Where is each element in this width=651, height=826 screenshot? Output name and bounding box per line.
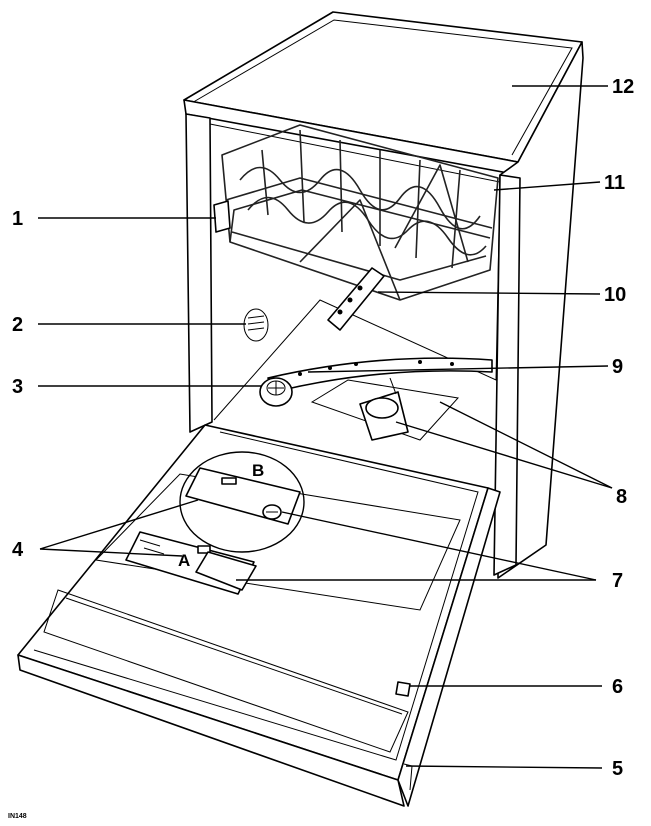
leader-11 [493, 181, 601, 191]
filter-assembly [310, 377, 459, 441]
salt-container-cap [259, 377, 293, 407]
leader-5 [405, 765, 603, 769]
callout-10: 10 [604, 284, 626, 306]
leader-lines [38, 85, 613, 769]
callout-labels: 1 2 3 4 5 6 7 8 9 10 11 12 A B IN148 [8, 76, 634, 820]
upper-spray-arm [327, 267, 385, 331]
dishwasher-door [17, 424, 501, 807]
leader-9 [307, 365, 609, 373]
rinse-aid-dispenser-inset [179, 451, 305, 553]
callout-1: 1 [12, 208, 23, 230]
lower-spray-arm [267, 357, 493, 393]
callout-4: 4 [12, 539, 24, 561]
callout-2: 2 [12, 314, 23, 336]
callout-11: 11 [604, 172, 625, 194]
callout-12: 12 [612, 76, 634, 98]
callout-3: 3 [12, 376, 23, 398]
callout-5: 5 [612, 758, 623, 780]
dishwasher-cabinet [183, 11, 584, 579]
callout-6: 6 [612, 676, 623, 698]
leader-8a [395, 421, 613, 489]
callout-8: 8 [616, 486, 627, 508]
door-latch [395, 681, 411, 697]
compartment-letter-b: B [252, 461, 264, 480]
callout-7: 7 [612, 570, 623, 592]
leader-7a [281, 511, 597, 581]
leader-4a [39, 499, 199, 550]
callout-9: 9 [612, 356, 623, 378]
leader-10 [377, 291, 601, 295]
leader-8b [439, 401, 613, 489]
figure-code: IN148 [8, 813, 27, 820]
upper-basket [221, 124, 499, 301]
compartment-letter-a: A [178, 551, 190, 570]
rating-plate [243, 308, 269, 342]
leader-4b [39, 548, 183, 557]
basket-rail [213, 200, 231, 233]
